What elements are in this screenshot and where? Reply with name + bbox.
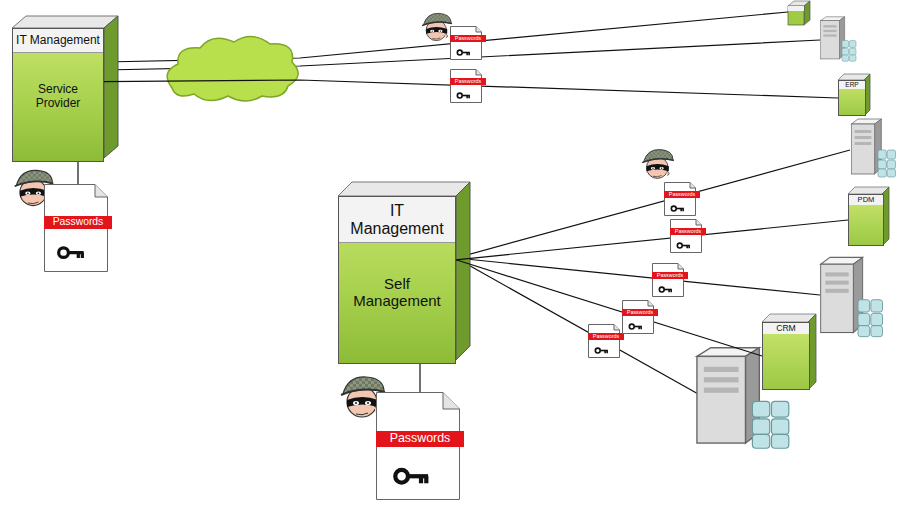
document-outline <box>450 26 482 60</box>
password-label: Passwords <box>376 431 464 447</box>
password-label: Passwords <box>670 228 706 235</box>
document-outline <box>652 263 684 297</box>
password-label: Passwords <box>664 191 700 198</box>
password-label: Passwords <box>588 333 624 340</box>
document-outline <box>622 300 654 334</box>
connector <box>77 162 78 184</box>
application-box: PDM <box>848 194 884 246</box>
password-document: Passwords <box>44 184 112 272</box>
box-heading: IT Management <box>339 197 455 243</box>
password-label: Passwords <box>652 272 688 279</box>
document-outline <box>670 219 702 253</box>
box-title: Self Management <box>339 243 455 363</box>
password-document: Passwords <box>450 69 486 103</box>
password-label: Passwords <box>450 78 486 85</box>
application-name: ERP <box>839 81 865 89</box>
connector <box>419 364 420 392</box>
application-box: CRM <box>762 322 810 390</box>
password-document: Passwords <box>664 182 700 216</box>
password-document: Passwords <box>588 324 624 358</box>
connector <box>456 220 848 260</box>
password-document: Passwords <box>670 219 706 253</box>
application-name: CRM <box>763 323 809 334</box>
document-outline <box>588 324 620 358</box>
password-label: Passwords <box>622 309 658 316</box>
box-title: Service Provider <box>13 53 103 161</box>
password-label: Passwords <box>450 35 486 42</box>
document-outline <box>450 69 482 103</box>
product-box: IT ManagementService Provider <box>12 28 104 162</box>
document-outline <box>664 182 696 216</box>
application-name: PDM <box>849 195 883 205</box>
box-heading: IT Management <box>13 29 103 53</box>
password-document: Passwords <box>450 26 486 60</box>
password-document: Passwords <box>622 300 658 334</box>
password-document: Passwords <box>652 263 688 297</box>
application-box: ERP <box>838 80 866 116</box>
password-document: Passwords <box>376 392 464 500</box>
product-box: IT ManagementSelf Management <box>338 196 456 364</box>
password-label: Passwords <box>44 216 112 229</box>
